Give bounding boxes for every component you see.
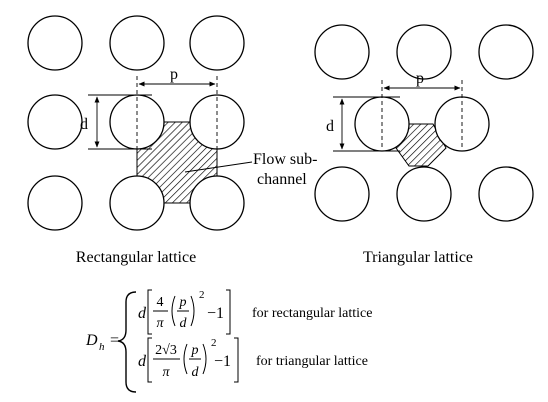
rect-p: p [179,295,187,310]
rect-d-den: d [180,316,188,331]
rod [189,175,245,231]
rect-pi: π [156,316,164,331]
tri-flow-subchannel [395,123,447,167]
formula-lhs-sub: h [99,341,105,353]
rod [27,15,83,71]
rect-bracket-left [147,289,152,335]
rod [314,166,370,222]
tri-minus-one: −1 [214,353,231,370]
tri-numerator: 2√3 [155,343,177,358]
rod [478,24,534,80]
rect-numerator: 4 [157,295,164,310]
rod [396,166,452,222]
rod [189,15,245,71]
rod [109,175,165,231]
tri-diameter-label: d [326,118,334,135]
rect-exponent: 2 [199,289,205,301]
hydraulic-diameter-formula: D h = d 4 π p d 2 −1 for rectangular lat… [85,289,372,393]
curly-brace [117,291,137,393]
rod [314,24,370,80]
rod [396,24,452,80]
rect-d: d [138,305,147,322]
tri-p: p [191,343,199,358]
rect-formula-label: for rectangular lattice [252,306,372,321]
flow-leader-line [184,161,253,173]
flow-subchannel-label-line2: channel [257,171,307,188]
rect-bracket-right [226,289,231,335]
flow-subchannel-label-line1: Flow sub- [253,151,317,168]
tri-pi: π [162,365,170,380]
rectangular-lattice-caption: Rectangular lattice [76,249,196,266]
tri-exponent: 2 [211,337,217,349]
tri-formula-label: for triangular lattice [256,354,368,369]
formula-equals: = [110,332,119,349]
tri-d: d [138,353,147,370]
pitch-label: p [170,66,178,83]
rod [27,94,83,150]
rod [27,175,83,231]
rod [478,166,534,222]
tri-bracket-left [147,337,152,383]
tri-pitch-label: p [416,70,424,87]
tri-bracket-right [234,337,239,383]
rod [109,15,165,71]
diameter-label: d [80,116,88,133]
triangular-lattice-caption: Triangular lattice [363,249,473,266]
tri-d-den: d [192,365,200,380]
formula-lhs-var: D [85,332,98,349]
rectangular-lattice [27,15,245,231]
triangular-lattice [314,24,534,222]
rect-minus-one: −1 [207,305,224,322]
